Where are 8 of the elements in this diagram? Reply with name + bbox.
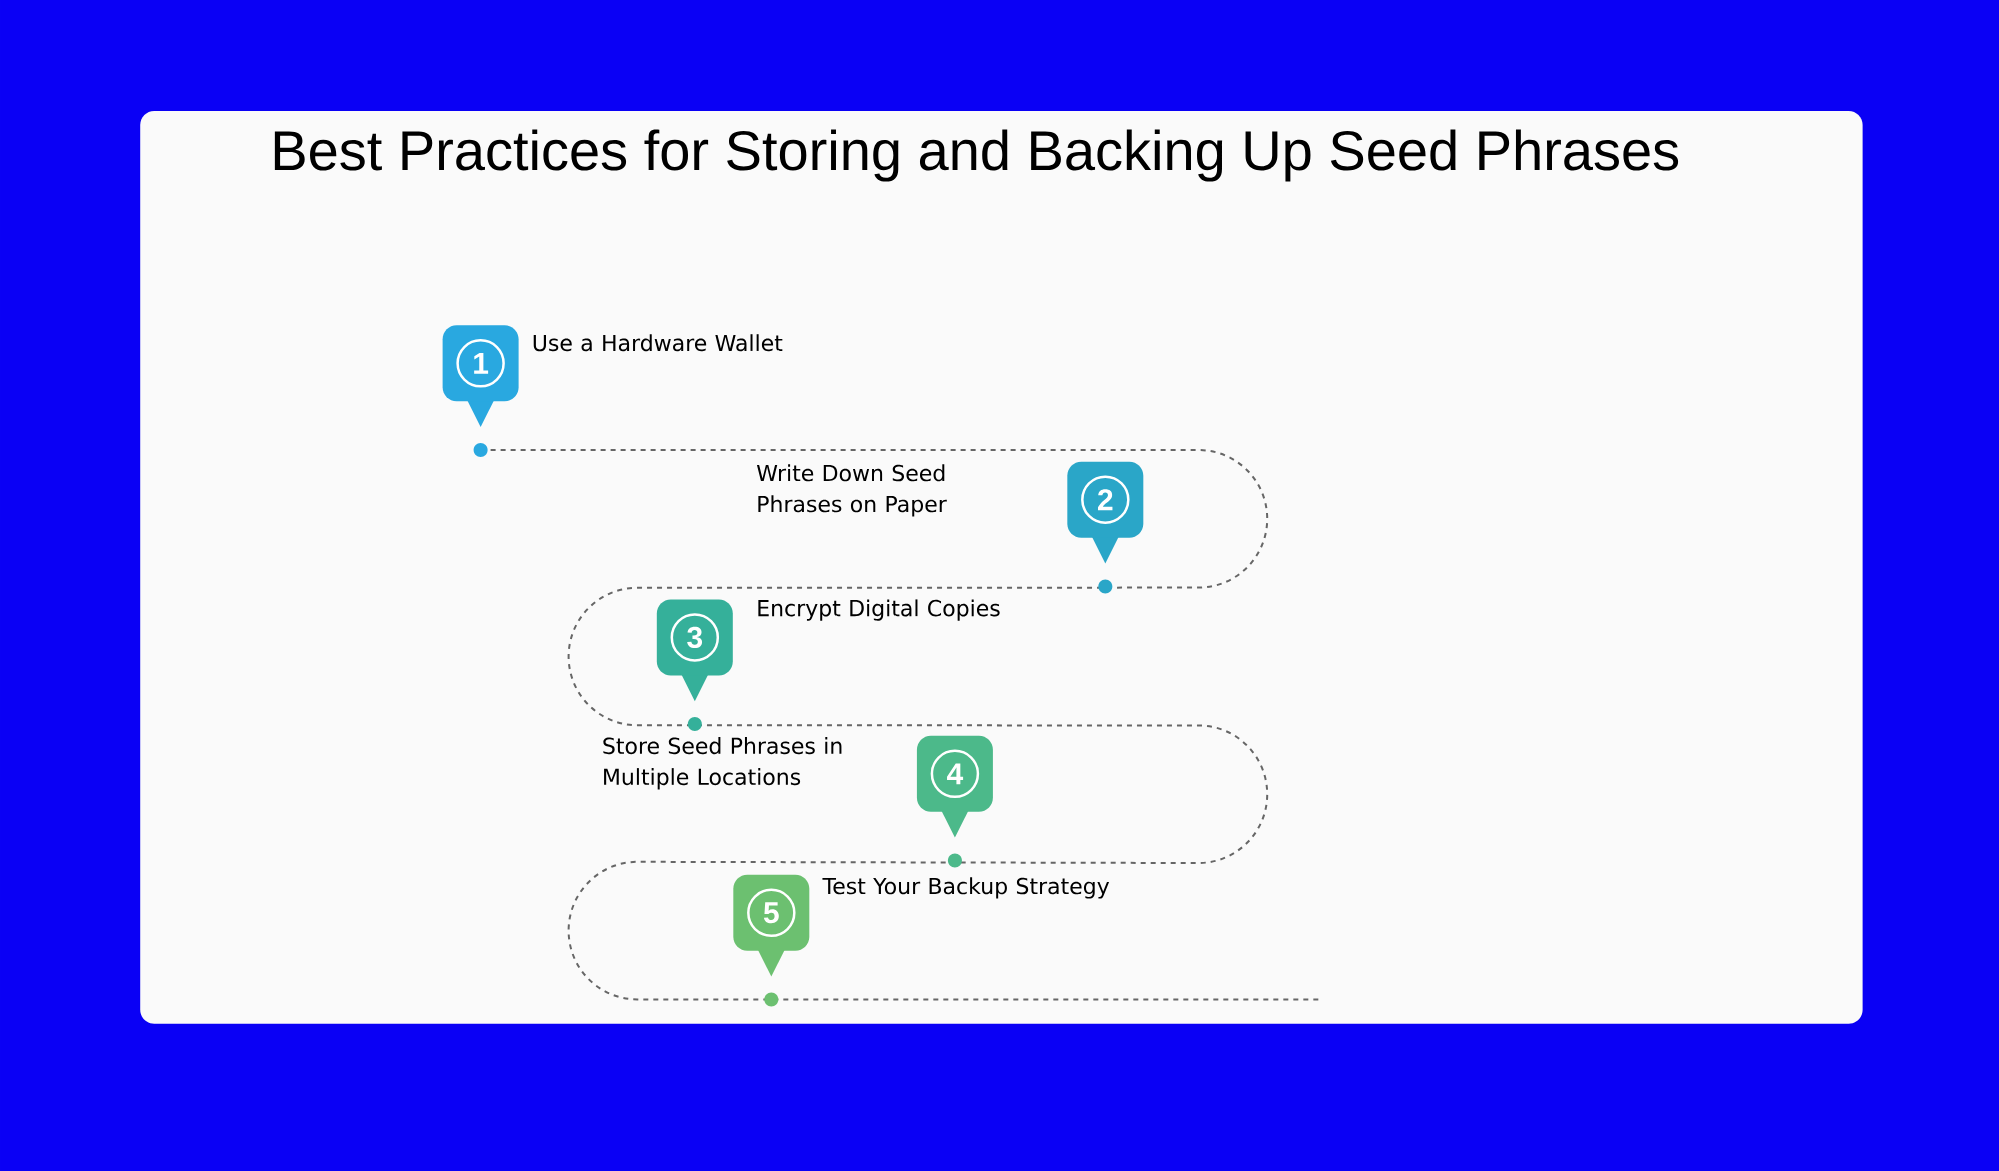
map-pin: 3 (656, 599, 733, 732)
map-pin: 1 (442, 325, 519, 457)
map-pin: 2 (1067, 461, 1144, 594)
map-pin: 5 (733, 874, 810, 1007)
map-pin: 4 (916, 735, 993, 868)
step-label: Write Down Seed Phrases on Paper (756, 464, 947, 517)
step-label: Store Seed Phrases in Multiple Locations (603, 737, 842, 790)
title: Best Practices for Storing and Backing Up Seed Phrases (274, 129, 1679, 182)
